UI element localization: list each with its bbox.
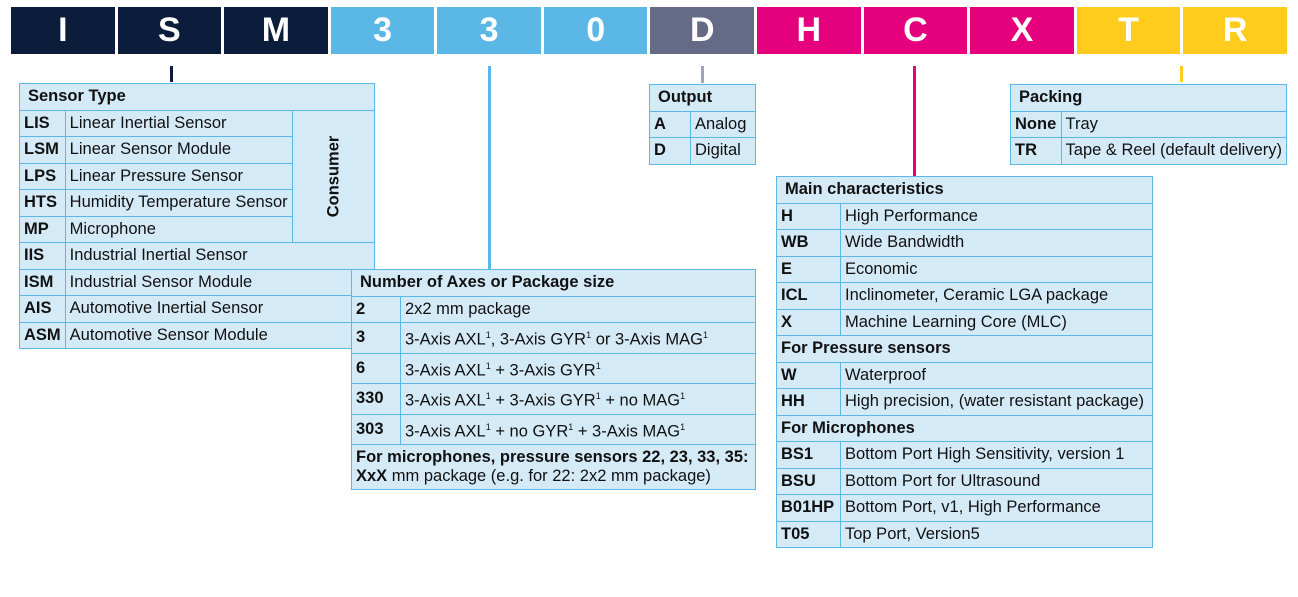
desc-cell: Industrial Sensor Module xyxy=(64,268,376,296)
code-cell: None xyxy=(1010,110,1062,138)
code-cell: H xyxy=(776,202,841,230)
letter-block: 3 xyxy=(330,7,438,54)
connector-axes xyxy=(488,66,491,269)
desc-cell: 3-Axis AXL1 + 3-Axis GYR1 xyxy=(400,352,756,384)
desc-cell: High precision, (water resistant package… xyxy=(840,388,1153,416)
code-cell: A xyxy=(649,110,691,138)
code-cell: E xyxy=(776,255,841,283)
code-cell: LPS xyxy=(19,162,66,190)
table-title: Packing xyxy=(1010,84,1287,112)
desc-cell: Industrial Inertial Sensor xyxy=(64,242,376,270)
code-cell: 2 xyxy=(351,295,401,323)
desc-cell: Linear Inertial Sensor xyxy=(64,109,293,137)
desc-cell: Bottom Port, v1, High Performance xyxy=(840,494,1153,522)
code-cell: IIS xyxy=(19,242,66,270)
desc-cell: Bottom Port for Ultrasound xyxy=(840,467,1153,495)
code-cell: D xyxy=(649,137,691,165)
code-cell: W xyxy=(776,361,841,389)
desc-cell: Top Port, Version5 xyxy=(840,520,1153,548)
letter-block: 0 xyxy=(543,7,651,54)
code-cell: BSU xyxy=(776,467,841,495)
code-cell: AIS xyxy=(19,295,66,323)
letter-block: M xyxy=(224,7,331,54)
desc-cell: Humidity Temperature Sensor xyxy=(64,189,293,217)
desc-cell: Machine Learning Core (MLC) xyxy=(840,308,1153,336)
code-cell: MP xyxy=(19,215,66,243)
desc-cell: 3-Axis AXL1, 3-Axis GYR1 or 3-Axis MAG1 xyxy=(400,322,756,354)
code-cell: HH xyxy=(776,388,841,416)
desc-cell: Linear Sensor Module xyxy=(64,136,293,164)
table-title: Output xyxy=(649,84,756,112)
connector-packing xyxy=(1180,66,1183,82)
part-number-bar: I S M 3 3 0 D H C X T R xyxy=(11,7,1287,54)
letter-block: R xyxy=(1183,7,1287,54)
code-cell: 303 xyxy=(351,413,401,445)
letter-block: C xyxy=(863,7,971,54)
letter-block: S xyxy=(117,7,225,54)
desc-cell: Bottom Port High Sensitivity, version 1 xyxy=(840,441,1153,469)
code-cell: T05 xyxy=(776,520,841,548)
connector-sensor-type xyxy=(170,66,173,82)
code-cell: 330 xyxy=(351,383,401,415)
code-cell: HTS xyxy=(19,189,66,217)
desc-cell: Economic xyxy=(840,255,1153,283)
code-cell: BS1 xyxy=(776,441,841,469)
code-cell: ASM xyxy=(19,321,66,349)
desc-cell: Automotive Inertial Sensor xyxy=(64,295,376,323)
letter-block: X xyxy=(970,7,1077,54)
table-title: Number of Axes or Package size xyxy=(351,269,756,297)
letter-block: H xyxy=(757,7,864,54)
letter-block: T xyxy=(1076,7,1184,54)
letter-block: 3 xyxy=(437,7,544,54)
code-cell: LIS xyxy=(19,109,66,137)
desc-cell: Tray xyxy=(1060,110,1288,138)
code-cell: X xyxy=(776,308,841,336)
desc-cell: Waterproof xyxy=(840,361,1153,389)
code-cell: 6 xyxy=(351,352,401,384)
desc-cell: Digital xyxy=(690,137,756,165)
code-cell: 3 xyxy=(351,322,401,354)
desc-cell: Inclinometer, Ceramic LGA package xyxy=(840,282,1153,310)
axes-note: For microphones, pressure sensors 22, 23… xyxy=(351,444,756,490)
code-cell: WB xyxy=(776,229,841,257)
table-title: Sensor Type xyxy=(18,83,376,111)
section-heading: For Pressure sensors xyxy=(776,335,1153,363)
code-cell: B01HP xyxy=(776,494,841,522)
connector-main xyxy=(913,66,916,176)
consumer-group-label: Consumer xyxy=(291,109,376,243)
desc-cell: Tape & Reel (default delivery) xyxy=(1060,137,1288,165)
letter-block: D xyxy=(650,7,758,54)
table-title: Main characteristics xyxy=(776,176,1153,204)
desc-cell: Wide Bandwidth xyxy=(840,229,1153,257)
desc-cell: 3-Axis AXL1 + 3-Axis GYR1 + no MAG1 xyxy=(400,383,756,415)
desc-cell: Linear Pressure Sensor xyxy=(64,162,293,190)
sensor-type-table: Sensor Type LIS Linear Inertial Sensor C… xyxy=(18,83,376,349)
code-cell: ISM xyxy=(19,268,66,296)
desc-cell: Automotive Sensor Module xyxy=(64,321,376,349)
connector-output xyxy=(701,66,704,83)
desc-cell: Microphone xyxy=(64,215,293,243)
desc-cell: 3-Axis AXL1 + no GYR1 + 3-Axis MAG1 xyxy=(400,413,756,445)
desc-cell: High Performance xyxy=(840,202,1153,230)
code-cell: TR xyxy=(1010,137,1062,165)
desc-cell: Analog xyxy=(690,110,756,138)
code-cell: ICL xyxy=(776,282,841,310)
code-cell: LSM xyxy=(19,136,66,164)
letter-block: I xyxy=(11,7,118,54)
desc-cell: 2x2 mm package xyxy=(400,295,756,323)
section-heading: For Microphones xyxy=(776,414,1153,442)
